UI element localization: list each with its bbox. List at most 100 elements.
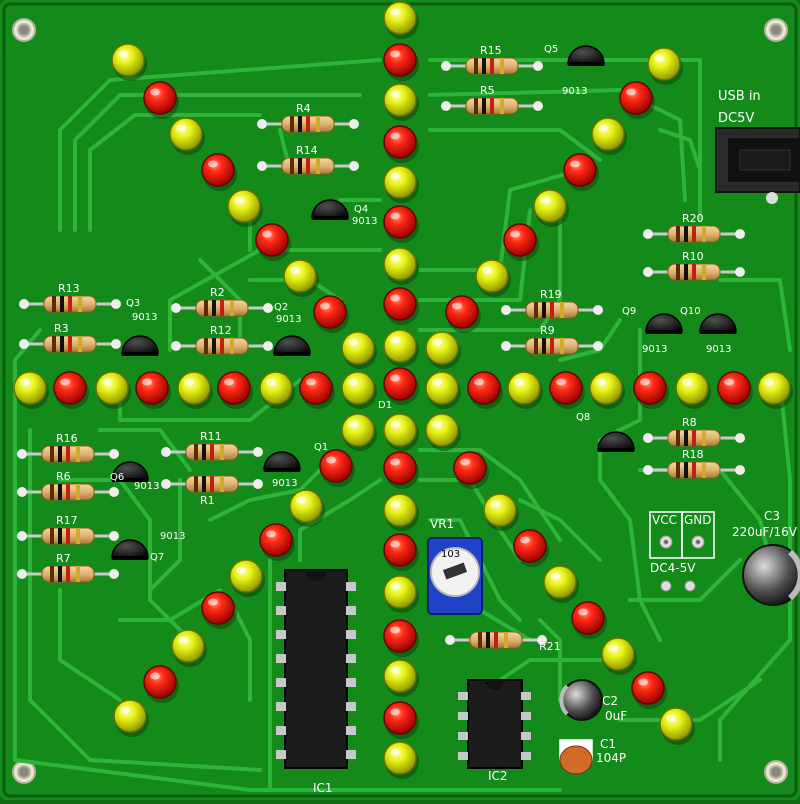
resistor-label: R5 <box>480 84 495 97</box>
resistor-label: R10 <box>682 250 704 263</box>
led <box>383 287 419 325</box>
led <box>53 371 89 409</box>
resistor-label: R19 <box>540 288 562 301</box>
c3-label: C3 <box>764 509 780 523</box>
resistor-label: R7 <box>56 552 71 565</box>
led <box>341 413 377 451</box>
resistor: R16 <box>17 432 119 463</box>
c2-label: C2 <box>602 694 618 708</box>
resistor: R7 <box>17 552 119 583</box>
transistor-label: Q1 <box>314 442 328 453</box>
led <box>171 629 207 667</box>
led <box>229 559 265 597</box>
led <box>633 371 669 409</box>
c3-value-label: 220uF/16V <box>732 525 798 539</box>
led <box>549 371 585 409</box>
transistor-label: Q8 <box>576 412 590 423</box>
led <box>383 533 419 571</box>
led <box>425 331 461 369</box>
led <box>619 81 655 119</box>
c1-label: C1 <box>600 737 616 751</box>
transistor-label: Q2 <box>274 302 288 313</box>
led <box>513 529 549 567</box>
transistor-part-label: 9013 <box>642 344 667 355</box>
led <box>383 247 419 285</box>
led <box>383 205 419 243</box>
resistor: R15 <box>441 44 543 75</box>
led <box>453 451 489 489</box>
leds <box>13 1 793 779</box>
silkscreen-labels: USB in DC5V VCC GND DC4-5V C3 220uF/16V … <box>313 89 798 795</box>
resistor-label: R8 <box>682 416 697 429</box>
led <box>383 413 419 451</box>
vr1-label: VR1 <box>430 517 454 531</box>
led <box>255 223 291 261</box>
resistor-label: R15 <box>480 44 502 57</box>
ic1-chip <box>276 569 356 769</box>
led <box>299 371 335 409</box>
led <box>631 671 667 709</box>
ic2-label: IC2 <box>488 769 508 783</box>
power-pads <box>659 535 705 592</box>
led <box>383 659 419 697</box>
led <box>383 367 419 405</box>
led <box>659 707 695 745</box>
resistor-label: R4 <box>296 102 311 115</box>
ic2-chip <box>458 679 531 769</box>
led <box>647 47 683 85</box>
transistor-label: Q10 <box>680 306 701 317</box>
transistor-label: Q4 <box>354 204 368 215</box>
led <box>111 43 147 81</box>
transistor-part-label: 9013 <box>132 312 157 323</box>
dc5v-label: DC5V <box>718 111 754 126</box>
led <box>571 601 607 639</box>
transistor: Q8 <box>576 412 635 452</box>
transistor-part-label: 9013 <box>276 314 301 325</box>
dc-range-label: DC4-5V <box>650 561 696 575</box>
led <box>445 295 481 333</box>
led <box>717 371 753 409</box>
led <box>143 665 179 703</box>
resistor-label: R18 <box>682 448 704 461</box>
led <box>425 371 461 409</box>
ic1-label: IC1 <box>313 781 333 795</box>
resistor: R5 <box>441 84 543 115</box>
transistor-label: Q7 <box>150 552 164 563</box>
led <box>507 371 543 409</box>
led <box>563 153 599 191</box>
led <box>383 451 419 489</box>
led <box>259 371 295 409</box>
led <box>425 413 461 451</box>
resistor-label: R11 <box>200 430 222 443</box>
resistor-label: R1 <box>200 494 215 507</box>
copper-traces <box>13 58 792 792</box>
led <box>591 117 627 155</box>
led <box>383 493 419 531</box>
resistor: R18 <box>643 448 745 479</box>
led <box>227 189 263 227</box>
usb-in-label: USB in <box>718 89 761 104</box>
led <box>383 701 419 739</box>
led <box>201 153 237 191</box>
capacitor-c2 <box>559 679 603 721</box>
led <box>289 489 325 527</box>
resistor: R10 <box>643 250 745 281</box>
resistor-label: R12 <box>210 324 232 337</box>
led <box>383 575 419 613</box>
resistor: R3 <box>19 322 121 353</box>
resistor: R8 <box>643 416 745 447</box>
resistor: R21 <box>445 631 561 653</box>
trimmer-vr1: 103 <box>427 537 483 615</box>
resistor-label: R6 <box>56 470 71 483</box>
led <box>467 371 503 409</box>
transistor-part-label: 9013 <box>706 344 731 355</box>
led <box>313 295 349 333</box>
led <box>169 117 205 155</box>
resistor: R9 <box>501 324 603 355</box>
resistors: R15R5R4R14R20R10R13R3R2R12R19R9R8R18R16R… <box>17 44 745 653</box>
